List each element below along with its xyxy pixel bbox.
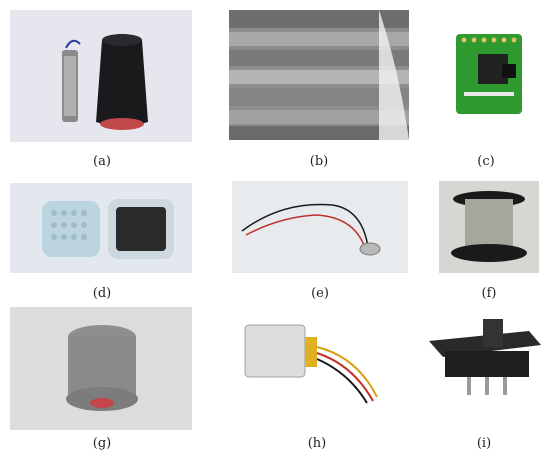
caption-b: (b) [309, 154, 329, 169]
photo-b-knitted-fabric [229, 10, 409, 140]
caption-c: (c) [477, 154, 495, 169]
caption-h: (h) [307, 436, 327, 451]
photo-d-plastic-case [10, 183, 192, 273]
photo-h-lipo-battery [231, 307, 413, 419]
caption-i: (i) [476, 436, 492, 451]
photo-g-yarn-cone [10, 307, 192, 430]
photo-e-vibration-motor [232, 181, 408, 273]
photo-c-circuit-board [428, 10, 544, 140]
caption-d: (d) [92, 286, 112, 301]
caption-f: (f) [481, 286, 497, 301]
photo-f-conductive-thread-spool [439, 181, 539, 273]
caption-g: (g) [92, 436, 112, 451]
caption-e: (e) [311, 286, 329, 301]
photo-a-thread-spools [10, 10, 192, 142]
caption-a: (a) [93, 154, 111, 169]
photo-i-slide-switch [419, 307, 549, 419]
